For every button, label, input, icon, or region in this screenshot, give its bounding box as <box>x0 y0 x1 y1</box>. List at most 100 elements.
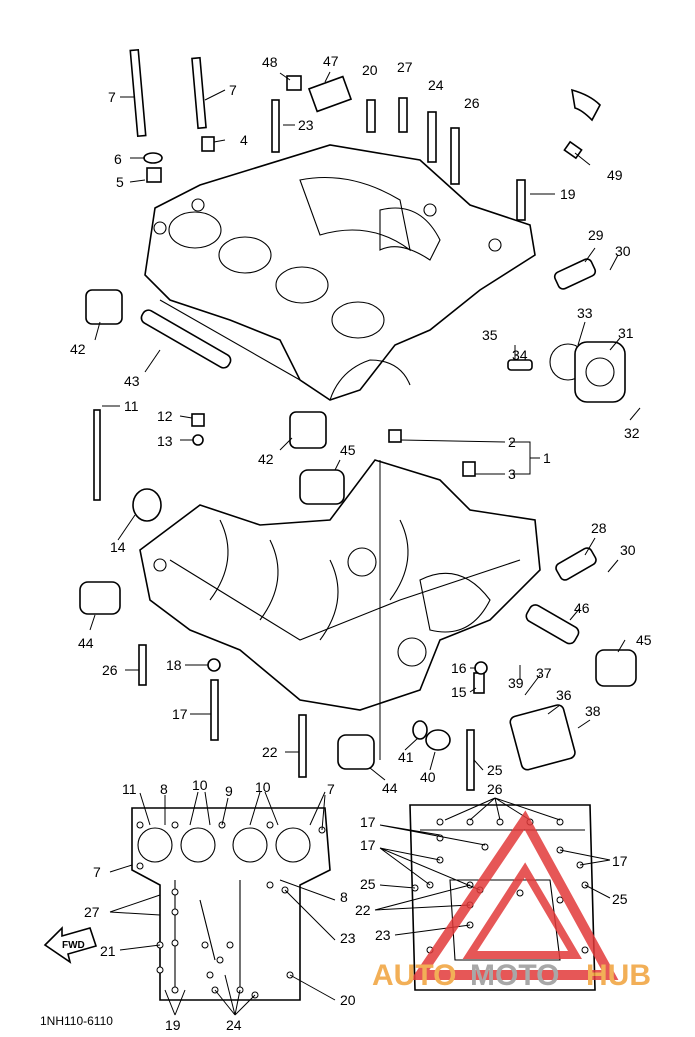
lower-label-23: 23 <box>375 927 391 943</box>
bottom-label-7-a: 7 <box>327 781 335 797</box>
lower-label-25-b: 25 <box>612 891 628 907</box>
lower-label-17-b: 17 <box>360 837 376 853</box>
bolt-hole-marker <box>171 939 179 947</box>
bolt-hole-marker <box>436 818 444 826</box>
label-33: 33 <box>577 305 593 321</box>
label-5: 5 <box>116 174 124 190</box>
bolt-hole-marker <box>201 941 209 949</box>
label-37: 37 <box>536 665 552 681</box>
label-45-a: 45 <box>340 442 356 458</box>
label-6: 6 <box>114 151 122 167</box>
bottom-label-7-b: 7 <box>93 864 101 880</box>
label-40: 40 <box>420 769 436 785</box>
bottom-label-23: 23 <box>340 930 356 946</box>
bolt-hole-marker <box>556 818 564 826</box>
label-26-b: 26 <box>102 662 118 678</box>
label-30-a: 30 <box>615 243 631 259</box>
label-38: 38 <box>585 703 601 719</box>
label-42-b: 42 <box>258 451 274 467</box>
bottom-label-19: 19 <box>165 1017 181 1033</box>
label-12: 12 <box>157 408 173 424</box>
label-41: 41 <box>398 749 414 765</box>
label-16: 16 <box>451 660 467 676</box>
bottom-label-24: 24 <box>226 1017 242 1033</box>
watermark-text-hub: HUB <box>586 959 651 992</box>
bolt-hole-marker <box>226 941 234 949</box>
bolt-hole-marker <box>556 896 564 904</box>
bolt-hole-marker <box>466 818 474 826</box>
bolt-hole-marker <box>481 843 489 851</box>
label-48: 48 <box>262 54 278 70</box>
label-18: 18 <box>166 657 182 673</box>
bolt-hole-marker <box>516 889 524 897</box>
label-29: 29 <box>588 227 604 243</box>
upper-crankcase <box>144 144 536 401</box>
label-31: 31 <box>618 325 634 341</box>
lower-label-17-a: 17 <box>360 814 376 830</box>
label-46: 46 <box>574 600 590 616</box>
bolt-hole-marker <box>171 908 179 916</box>
label-49: 49 <box>607 167 623 183</box>
bolt-hole-marker <box>266 881 274 889</box>
label-39: 39 <box>508 675 524 691</box>
label-28: 28 <box>591 520 607 536</box>
bottom-label-9: 9 <box>225 783 233 799</box>
bottom-label-8-a: 8 <box>160 781 168 797</box>
lower-crankcase <box>139 459 541 711</box>
lower-label-22: 22 <box>355 902 371 918</box>
label-3: 3 <box>508 466 516 482</box>
label-43: 43 <box>124 373 140 389</box>
bolt-hole-marker <box>136 821 144 829</box>
bolt-hole-marker <box>136 862 144 870</box>
bottom-label-21: 21 <box>100 943 116 959</box>
label-15: 15 <box>451 684 467 700</box>
label-20-a: 20 <box>362 62 378 78</box>
bolt-hole-marker <box>581 946 589 954</box>
bolt-hole-marker <box>171 821 179 829</box>
bottom-label-11: 11 <box>122 781 137 797</box>
lower-label-17-c: 17 <box>612 853 628 869</box>
label-14: 14 <box>110 539 126 555</box>
label-47: 47 <box>323 53 339 69</box>
label-44-b: 44 <box>382 780 398 796</box>
label-17-a: 17 <box>172 706 188 722</box>
label-45-b: 45 <box>636 632 652 648</box>
label-19-a: 19 <box>560 186 576 202</box>
leader-lines <box>89 71 641 781</box>
callout-labels: 7 7 6 5 4 48 47 23 20 27 24 26 49 19 29 … <box>70 53 652 796</box>
label-2: 2 <box>508 434 516 450</box>
lower-label-25-a: 25 <box>360 876 376 892</box>
bottom-label-10-a: 10 <box>192 777 208 793</box>
watermark-logo: AUTO MOTO HUB <box>372 810 651 992</box>
label-7-a: 7 <box>108 89 116 105</box>
bolt-hole-marker <box>171 986 179 994</box>
bottom-label-20: 20 <box>340 992 356 1008</box>
bolt-hole-marker <box>216 956 224 964</box>
label-44-a: 44 <box>78 635 94 651</box>
label-35: 35 <box>482 327 498 343</box>
label-27-a: 27 <box>397 59 413 75</box>
bottom-label-27: 27 <box>84 904 100 920</box>
label-36: 36 <box>556 687 572 703</box>
bolt-pattern-upper-view: 11 8 10 9 10 7 7 27 21 19 24 20 23 8 <box>84 777 356 1033</box>
fwd-arrow-icon: FWD <box>43 926 98 964</box>
bolt-hole-marker <box>156 966 164 974</box>
lower-label-26: 26 <box>487 781 503 797</box>
label-32: 32 <box>624 425 640 441</box>
bolt-hole-marker <box>266 821 274 829</box>
bolt-hole-marker <box>171 888 179 896</box>
label-42-a: 42 <box>70 341 86 357</box>
label-4: 4 <box>240 132 248 148</box>
diagram-code: 1NH110-6110 <box>40 1014 113 1028</box>
label-7-b: 7 <box>229 82 237 98</box>
label-11-a: 11 <box>124 398 139 414</box>
bolt-hole-marker <box>206 971 214 979</box>
label-23-a: 23 <box>298 117 314 133</box>
label-26-a: 26 <box>464 95 480 111</box>
label-34: 34 <box>512 347 528 363</box>
watermark-text-moto: MOTO <box>470 959 559 992</box>
plugs-and-fittings <box>79 75 637 771</box>
label-22-a: 22 <box>262 744 278 760</box>
bottom-label-10-b: 10 <box>255 779 271 795</box>
